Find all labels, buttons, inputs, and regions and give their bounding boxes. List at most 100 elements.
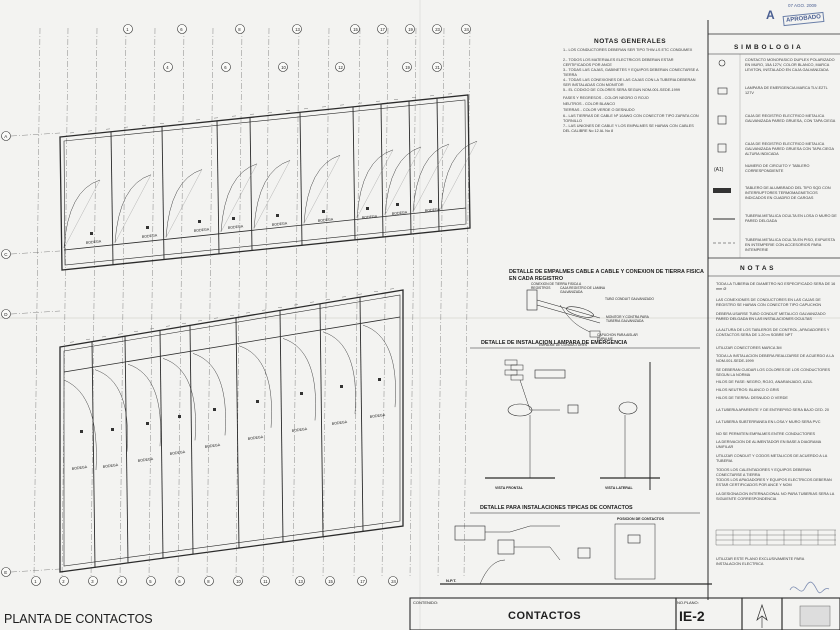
wall-tick: [325, 298, 331, 300]
symbol-panel: [713, 188, 731, 193]
door-swing: [220, 163, 258, 232]
room-divider: [319, 303, 324, 538]
door-swing: [253, 160, 291, 229]
wall-tick: [181, 322, 187, 324]
grid-line: [353, 27, 361, 579]
cable-run: [485, 525, 560, 533]
registro-box: [526, 289, 538, 311]
simbologia-item: CAJA DE REGISTRO ELECTRICO METALICA GALV…: [745, 142, 834, 157]
axis-bubble-label: 1: [34, 579, 37, 584]
simbologia-item: TUBERIA METALICA OCULTA EN PISO, EXPUEST…: [745, 238, 835, 253]
room-divider: [359, 297, 364, 532]
logo-box: [799, 605, 831, 627]
detail-empalmes: [526, 289, 601, 338]
npt-label: N.P.T.: [446, 578, 457, 583]
axis-bubble: [388, 576, 398, 586]
axis-bubble: [292, 24, 302, 34]
room-label: BODEGA: [170, 450, 186, 456]
contact-symbol: [146, 422, 149, 425]
simbologia-item: TUBERIA METALICA OCULTA EN LOSA O MURO D…: [745, 214, 837, 224]
axis-bubble: [357, 576, 367, 586]
grid-line: [437, 27, 445, 579]
door-leaf: [63, 179, 101, 249]
axis-bubble: [350, 24, 360, 34]
axis-bubble: [204, 576, 214, 586]
room-divider: [279, 310, 284, 543]
door-leaf: [440, 141, 478, 210]
door-swing: [440, 140, 478, 210]
brick: [504, 369, 518, 376]
lower-outline-inner: [63, 294, 401, 567]
axis-bubble-label: 21: [435, 65, 440, 70]
wall-tick: [117, 333, 123, 335]
notas-generales-item: 7.- LAS UNIONES DE CABLE Y LOS EMPALMES …: [563, 124, 694, 134]
empalme-label: CAJA REGISTRO DE LAMINA GALVANIZADA: [560, 286, 605, 294]
row-axis-line: [10, 132, 61, 137]
symbol-contact: [718, 59, 726, 67]
axis-bubble-label: 15: [353, 27, 358, 32]
room-label: BODEGA: [392, 210, 408, 216]
grid-line: [61, 27, 69, 579]
simbologia-item: NUMERO DE CIRCUITO Y TABLERO CORRESPONDI…: [745, 164, 810, 174]
axis-bubble-label: 6: [224, 65, 227, 70]
brick: [510, 364, 524, 371]
axis-bubble-label: 13: [298, 579, 303, 584]
simbologia-item: CONTACTO MONOFASICO DUPLEX POLARIZADO EN…: [745, 58, 835, 73]
symbol-box: [717, 143, 727, 153]
room-label: BODEGA: [72, 465, 88, 471]
symbol-lamp: [717, 87, 728, 95]
axis-bubble: [31, 576, 41, 586]
notas-generales-item: TIERRAS - COLOR VERDE O DESNUDO: [563, 108, 635, 112]
axis-bubble-label: 4: [166, 65, 169, 70]
axis-bubble: [432, 62, 442, 72]
cable-bundle: [566, 306, 594, 318]
door-swing: [192, 353, 226, 436]
stamp-date: 07 AGO. 2009: [788, 3, 817, 8]
wall-tick: [85, 338, 91, 340]
door-swing: [282, 338, 316, 421]
door-leaf: [356, 149, 394, 218]
conduit: [519, 379, 560, 411]
simbologia-item: CAJA DE REGISTRO ELECTRICO METALICA GALV…: [745, 114, 836, 124]
tuberia-table: [715, 529, 836, 546]
door-swing: [114, 174, 152, 243]
room-divider: [189, 325, 194, 555]
wall-tick: [229, 314, 235, 316]
no-plano-value: IE-2: [679, 608, 705, 624]
axis-bubble: [377, 24, 387, 34]
notas-item: TODA LA INSTALACION DEBERA REALIZARSE DE…: [716, 354, 834, 364]
wall-tick: [293, 304, 299, 306]
notas-item: DEBERA USARSE TUBO CONDUIT METALICO GALV…: [716, 312, 826, 322]
room-label: BODEGA: [205, 443, 221, 449]
axis-bubble: [405, 24, 415, 34]
room-divider: [352, 106, 356, 240]
lower-corridor: [63, 316, 401, 373]
room-divider: [216, 120, 220, 254]
door-leaf: [412, 144, 450, 213]
contact-symbol: [378, 378, 381, 381]
grid-line: [409, 27, 417, 579]
room-label: BODEGA: [86, 239, 102, 245]
wall-tick: [389, 288, 395, 290]
axis-bubble-label: 6: [180, 27, 183, 32]
contact-symbol: [300, 392, 303, 395]
door-leaf: [303, 155, 341, 224]
wall-tick: [373, 291, 379, 293]
axis-bubble: [335, 62, 345, 72]
room-divider: [110, 131, 114, 265]
axis-bubble-label: 10: [281, 65, 286, 70]
simbologia-item: TABLERO DE ALUMBRADO DEL TIPO SQD CON IN…: [745, 186, 831, 201]
door-swing: [412, 143, 450, 213]
lamp-side: [618, 401, 638, 415]
view-frontal-label: VISTA FRONTAL: [495, 486, 524, 490]
notas-item: LA DESIGNACION INTERNACIONAL NO PARA TUB…: [716, 492, 835, 502]
row-bubble-label: E: [4, 570, 7, 575]
symbol-box: [717, 115, 727, 125]
wall-tick: [69, 341, 75, 343]
axis-bubble: [325, 576, 335, 586]
view-lateral-label: VISTA LATERAL: [605, 486, 633, 490]
notas-generales-item: 6.- LAS TIERRAS DE CABLE Nº 10AWG CON CO…: [563, 114, 699, 124]
simbologia-item: LAMPARA DE EMERGENCIA MARCA TLV-E2TL 127…: [745, 86, 828, 96]
simbologia-title: S I M B O L O G I A: [734, 44, 802, 51]
wall-tick: [213, 317, 219, 319]
